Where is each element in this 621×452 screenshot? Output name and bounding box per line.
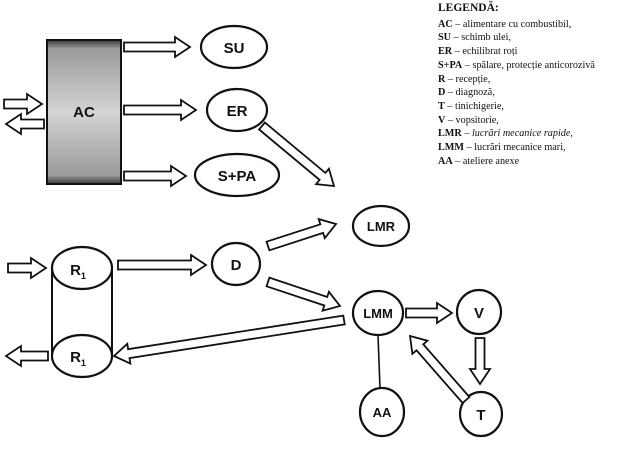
node-er-label: ER [227,103,248,120]
legend-item-code: D [438,87,446,99]
node-v-label: V [474,305,484,322]
legend-item-text: alimentare cu combustibil, [462,18,572,30]
node-lmm-label: LMM [363,306,393,321]
node-r1-top-label: R1 [70,262,86,281]
legend-item-code: LMM [438,142,465,154]
node-r1-group: R1 R1 [50,245,114,379]
legend-item-text: ateliere anexe [462,155,520,167]
arrow-t-lmm [408,334,471,405]
node-d: D [210,241,262,287]
arrow-d-lmr [265,217,338,252]
arrow-ac-spa [123,164,188,188]
node-spa-label: S+PA [218,168,257,185]
legend: LEGENDĂ: AC – alimentare cu combustibil,… [438,2,621,168]
legend-item-dash: – [451,32,462,44]
node-d-label: D [231,257,242,274]
legend-item-dash: – [445,114,456,126]
legend-item: LMM – lucrări mecanice mari, [438,141,621,155]
connector-lmm-aa [377,334,381,389]
arrow-d-lmm [265,276,342,313]
arrow-er-lmr [257,121,336,188]
legend-item-code: R [438,73,446,85]
legend-item: ER – echilibrat roți [438,45,621,59]
arrow-out-r1 [4,344,49,368]
legend-item-code: AA [438,155,453,167]
legend-item-text: tinichigerie, [454,100,504,112]
node-su-label: SU [224,40,245,57]
legend-item: T – tinichigerie, [438,100,621,114]
arrow-v-t [468,337,492,386]
arrow-in-ac-2 [4,112,45,136]
legend-item-dash: – [452,18,463,30]
node-v: V [455,288,503,336]
legend-item-text: diagnoză, [455,87,495,99]
legend-item-dash: – [461,128,472,140]
legend-item: LMR – lucrări mecanice rapide, [438,127,621,141]
legend-item-code: SU [438,32,452,44]
node-aa-label: AA [373,405,392,420]
node-t-label: T [476,407,485,424]
legend-item-code: T [438,100,445,112]
legend-item: S+PA – spălare, protecție anticorozivă [438,59,621,73]
legend-item: AC – alimentare cu combustibil, [438,18,621,32]
node-aa: AA [358,386,406,438]
legend-item-code: ER [438,46,453,58]
node-lmr-label: LMR [367,219,396,234]
arrow-in-ac-1 [3,92,44,116]
arrow-ac-su [123,35,192,59]
legend-item: R – recepție, [438,73,621,87]
legend-item-code: S+PA [438,59,463,71]
legend-item-code: LMR [438,128,462,140]
node-er: ER [205,87,269,133]
node-su: SU [199,24,269,70]
legend-item-code: AC [438,18,453,30]
arrow-in-r1 [7,256,48,280]
node-t: T [458,390,504,438]
node-r1-bottom-label: R1 [70,349,86,368]
legend-item: D – diagnoză, [438,86,621,100]
node-lmr: LMR [351,204,411,248]
legend-item-text: lucrări mecanice rapide, [471,128,573,140]
legend-item-text: spălare, protecție anticorozivă [472,59,595,71]
node-ac: AC [46,39,122,185]
legend-item-code: V [438,114,446,126]
legend-item-text: lucrări mecanice mari, [474,142,566,154]
legend-item-text: schimb ulei, [461,32,512,44]
legend-item: SU – schimb ulei, [438,31,621,45]
legend-title: LEGENDĂ: [438,2,499,14]
legend-item-dash: – [445,87,456,99]
node-lmm: LMM [351,289,405,337]
arrow-lmm-v [405,301,454,325]
legend-item-dash: – [445,73,456,85]
legend-item: AA – ateliere anexe [438,155,621,169]
legend-item-dash: – [444,100,455,112]
node-spa: S+PA [193,152,281,198]
legend-item-dash: – [462,59,473,71]
arrow-lmm-r1 [112,314,346,366]
legend-item-text: recepție, [455,73,491,85]
legend-item-dash: – [452,155,463,167]
legend-item-text: echilibrat roți [462,46,518,58]
legend-item-dash: – [464,142,475,154]
arrows-layer [3,35,492,405]
node-ac-label: AC [73,104,95,121]
legend-item-text: vopsitorie, [455,114,499,126]
legend-item: V – vopsitorie, [438,114,621,128]
legend-item-dash: – [452,46,463,58]
arrow-r1-d [117,253,208,277]
arrow-ac-er [123,98,198,122]
